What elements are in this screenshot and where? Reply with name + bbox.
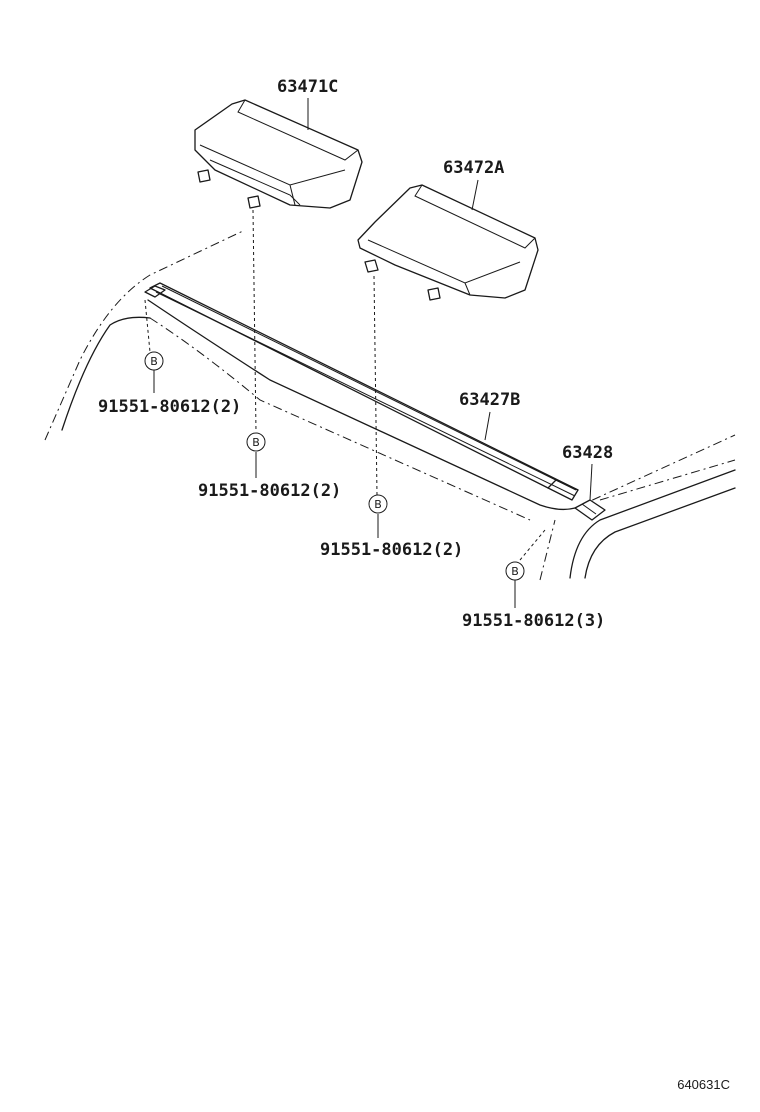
marker-letter: B: [150, 355, 158, 368]
fastener-label-1: 91551-80612(2): [98, 397, 241, 417]
fastener-label-3: 91551-80612(2): [320, 540, 463, 560]
fastener-label-2: 91551-80612(2): [198, 481, 341, 501]
fastener-marker-4: B: [505, 561, 525, 581]
part-label-lower-lamp-cover: 63472A: [443, 158, 504, 178]
fastener-marker-2: B: [246, 432, 266, 452]
roof-outline: [44, 229, 736, 581]
diagram-code: 640631C: [677, 1077, 730, 1092]
leader-lines: [144, 98, 593, 608]
fastener-label-4: 91551-80612(3): [462, 611, 605, 631]
part-label-roof-rail: 63427B: [459, 390, 520, 410]
part-label-upper-lamp-cover: 63471C: [277, 77, 338, 97]
marker-letter: B: [374, 498, 382, 511]
end-cap-drawing: [574, 499, 606, 521]
part-label-end-cap: 63428: [562, 443, 613, 463]
marker-letter: B: [511, 565, 519, 578]
marker-letter: B: [252, 436, 260, 449]
roof-rail-drawing: [144, 282, 579, 501]
upper-lamp-cover-drawing: [194, 99, 363, 209]
fastener-marker-1: B: [144, 351, 164, 371]
lower-lamp-cover-drawing: [357, 184, 539, 301]
fastener-marker-3: B: [368, 494, 388, 514]
